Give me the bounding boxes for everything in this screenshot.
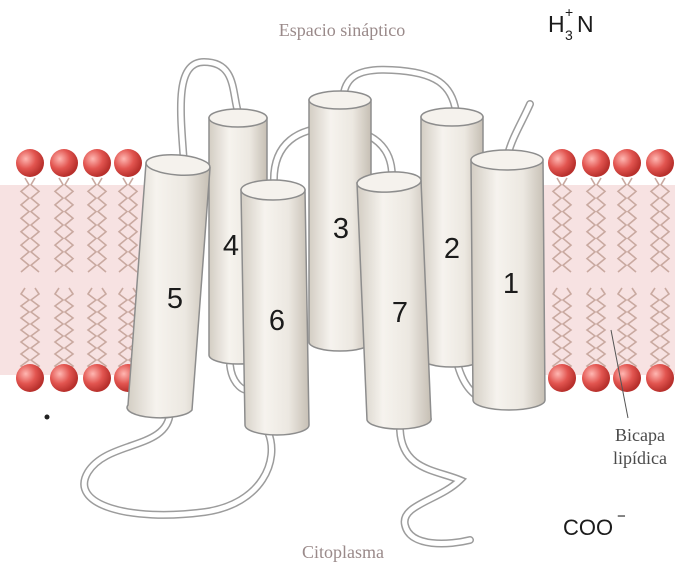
lipid-head	[83, 149, 111, 177]
lipid-head	[548, 149, 576, 177]
carboxyl-charge: −	[617, 508, 626, 525]
helix-6-number: 6	[269, 305, 285, 337]
lipid-head	[50, 149, 78, 177]
loop-5-6-intracellular-inner	[84, 412, 271, 515]
amino-subscript: 3	[565, 27, 573, 43]
extracellular-label: Espacio sináptico	[279, 20, 405, 40]
lipid-head	[582, 149, 610, 177]
bilayer-band-left	[0, 185, 150, 375]
lipid-head	[83, 364, 111, 392]
lipid-head	[548, 364, 576, 392]
bilayer-label-line2: lipídica	[613, 448, 667, 468]
helix-2-number: 2	[444, 233, 460, 265]
helix-6-top	[241, 180, 305, 200]
lipid-head	[16, 149, 44, 177]
lipid-head	[582, 364, 610, 392]
c-terminus-tail	[400, 430, 470, 544]
helix-3-top	[309, 91, 371, 109]
carboxyl-terminus-label: COO −	[563, 508, 626, 540]
lipid-head	[114, 149, 142, 177]
c-terminus-tail-inner	[400, 430, 470, 544]
amino-n: N	[577, 11, 594, 37]
helix-1-top	[471, 150, 543, 170]
helix-1-number: 1	[503, 268, 519, 300]
helix-4-number: 4	[223, 230, 239, 262]
helix-2-top	[421, 108, 483, 126]
lipid-head	[613, 149, 641, 177]
amino-h: H	[548, 11, 565, 37]
helix-3-number: 3	[333, 213, 349, 245]
amino-terminus-label: H + 3 N	[548, 4, 594, 43]
helix-5-number: 5	[167, 283, 183, 315]
stray-dot	[45, 415, 50, 420]
lipid-head	[646, 364, 674, 392]
lipid-head	[16, 364, 44, 392]
amino-charge: +	[565, 4, 573, 20]
lipid-head	[50, 364, 78, 392]
bilayer-label-line1: Bicapa	[615, 425, 665, 445]
n-terminus-tail-inner	[508, 104, 530, 154]
lipid-head	[646, 149, 674, 177]
carboxyl-text: COO	[563, 515, 613, 540]
helix-4-top	[209, 109, 267, 127]
helix-7-number: 7	[392, 297, 408, 329]
cytoplasm-label: Citoplasma	[302, 542, 384, 562]
lipid-head	[613, 364, 641, 392]
